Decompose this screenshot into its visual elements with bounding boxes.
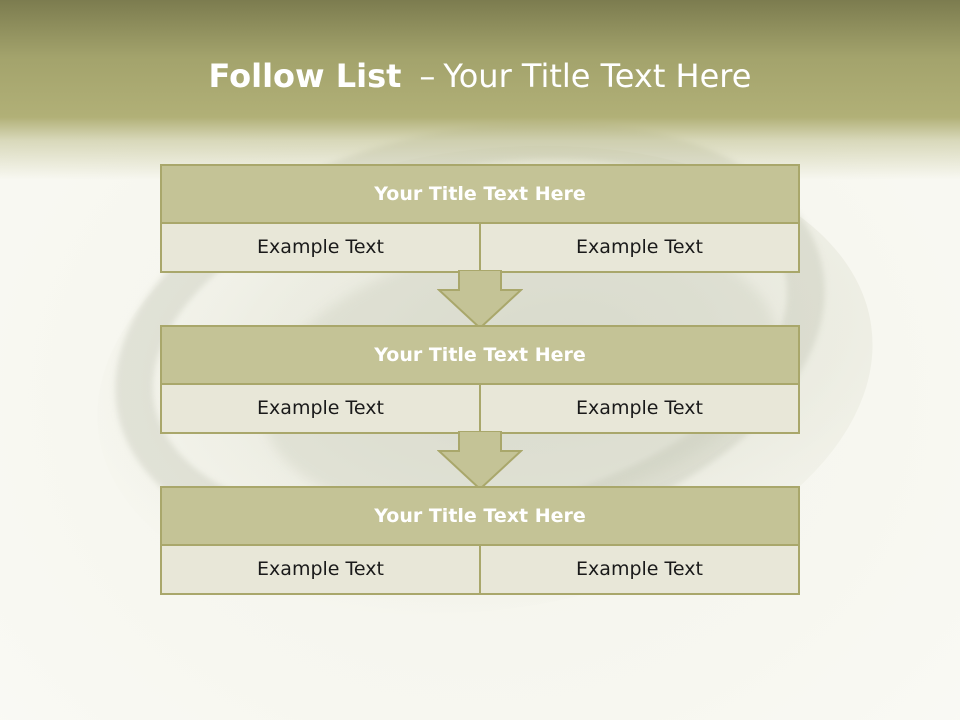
- block-row: Example Text Example Text: [162, 385, 798, 432]
- slide-title-rest: Your Title Text Here: [443, 57, 752, 95]
- down-arrow-icon: [437, 431, 523, 491]
- block-cell-left: Example Text: [257, 236, 384, 258]
- down-arrow-icon: [437, 270, 523, 330]
- block-row: Example Text Example Text: [162, 546, 798, 593]
- slide-title: Follow List–Your Title Text Here: [0, 54, 960, 98]
- block-title: Your Title Text Here: [162, 327, 798, 385]
- list-block-1: Your Title Text Here Example Text Exampl…: [160, 164, 800, 273]
- list-block-3: Your Title Text Here Example Text Exampl…: [160, 486, 800, 595]
- slide-title-bold: Follow List: [208, 57, 402, 95]
- block-row: Example Text Example Text: [162, 224, 798, 271]
- list-block-2: Your Title Text Here Example Text Exampl…: [160, 325, 800, 434]
- block-title: Your Title Text Here: [162, 166, 798, 224]
- block-cell-right: Example Text: [479, 385, 798, 432]
- block-cell-right: Example Text: [479, 224, 798, 271]
- block-cell-right: Example Text: [479, 546, 798, 593]
- slide-title-separator: –: [419, 57, 436, 95]
- header-band: [0, 0, 960, 180]
- block-cell-left: Example Text: [257, 397, 384, 419]
- block-title: Your Title Text Here: [162, 488, 798, 546]
- block-cell-left: Example Text: [257, 558, 384, 580]
